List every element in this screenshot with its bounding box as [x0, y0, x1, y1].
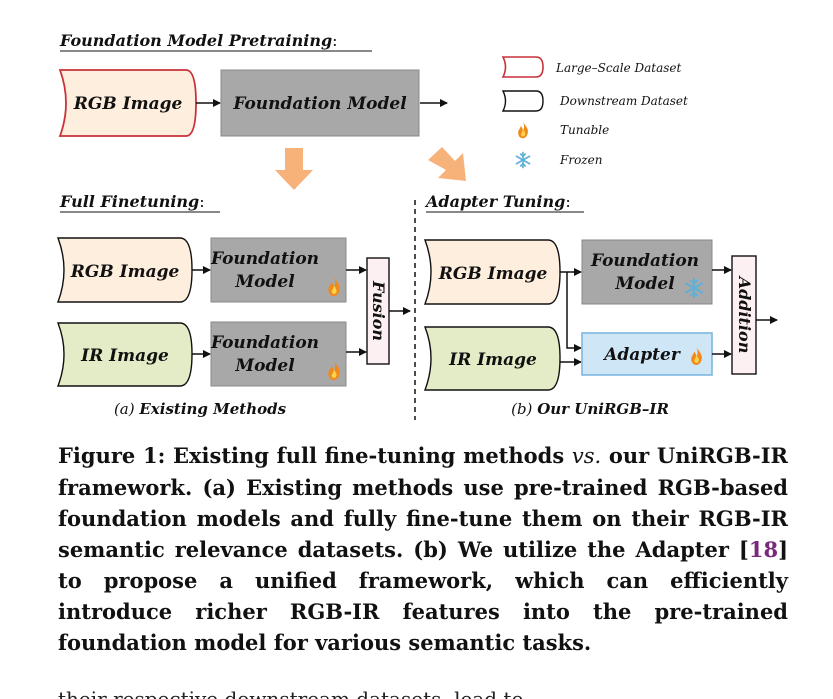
- figure-caption: Figure 1: Existing full fine-tuning meth…: [58, 440, 788, 658]
- ff-fusion-label: Fusion: [369, 280, 388, 341]
- at-addition-label: Addition: [735, 275, 754, 354]
- at-model-line2: Model: [614, 274, 675, 294]
- transition-arrow-diagonal: [428, 147, 466, 181]
- full-finetuning-heading: Full Finetuning:: [59, 192, 205, 211]
- citation-link[interactable]: 18: [748, 537, 779, 562]
- ff-foundation-model-top: [210, 237, 347, 303]
- pretrain-model-label: Foundation Model: [232, 94, 407, 114]
- legend-tunable-label: Tunable: [560, 123, 609, 137]
- at-adapter-label: Adapter: [602, 345, 681, 365]
- sub-caption-a: (a) Existing Methods: [114, 400, 287, 418]
- legend-snowflake-icon: [515, 151, 531, 169]
- at-ir-dataset: [423, 326, 561, 391]
- transition-arrow-down: [275, 148, 313, 190]
- at-adapter-block: [581, 332, 713, 376]
- at-model-line1: Foundation: [590, 251, 699, 271]
- caption-part3: ] to propose a unified framework, which …: [58, 537, 788, 655]
- at-ir-label: IR Image: [448, 350, 537, 370]
- ff-model-bottom-line1: Foundation: [210, 333, 319, 353]
- ff-model-top-line2: Model: [234, 272, 295, 292]
- figure-1-diagram: Foundation Model Pretraining: RGB Image …: [56, 31, 778, 420]
- ff-model-top-line1: Foundation: [210, 249, 319, 269]
- ff-ir-dataset: [56, 322, 193, 387]
- adapter-tuning-heading: Adapter Tuning:: [424, 192, 571, 211]
- legend-large-scale-shape: [501, 56, 544, 78]
- at-rgb-label: RGB Image: [438, 264, 548, 284]
- sub-caption-b: (b) Our UniRGB–IR: [511, 400, 669, 418]
- legend-downstream-shape: [501, 90, 544, 112]
- at-addition-block: [731, 255, 757, 375]
- legend-frozen-label: Frozen: [559, 153, 602, 167]
- caption-vs: vs.: [571, 444, 602, 468]
- pretrain-rgb-label: RGB Image: [73, 94, 183, 114]
- caption-part2: our UniRGB-IR framework. (a) Existing me…: [58, 443, 788, 562]
- legend-downstream-label: Downstream Dataset: [559, 94, 688, 108]
- caption-prefix: Figure 1: Existing full fine-tuning meth…: [58, 443, 572, 468]
- pretrain-rgb-dataset: [58, 69, 197, 137]
- at-arrow-rgb-adapter: [566, 272, 582, 352]
- ff-foundation-model-bottom: [210, 321, 347, 387]
- pretraining-heading: Foundation Model Pretraining:: [59, 31, 338, 50]
- ff-rgb-dataset: [56, 237, 193, 303]
- legend-flame-icon: [518, 121, 528, 139]
- pretrain-foundation-model: [220, 69, 420, 137]
- ff-ir-label: IR Image: [80, 346, 169, 366]
- legend-large-scale-label: Large–Scale Dataset: [555, 61, 682, 75]
- body-text-cutoff: their respective downstream datasets, le…: [58, 687, 543, 699]
- at-foundation-model: [581, 239, 713, 305]
- ff-model-bottom-line2: Model: [234, 356, 295, 376]
- ff-rgb-label: RGB Image: [70, 262, 180, 282]
- at-rgb-dataset: [423, 239, 561, 305]
